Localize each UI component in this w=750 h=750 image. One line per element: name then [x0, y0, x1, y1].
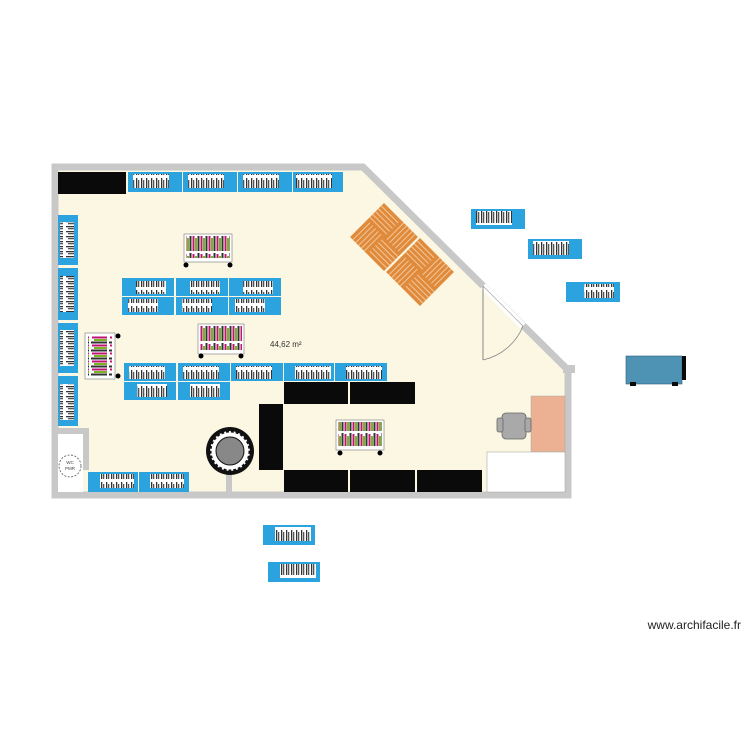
- room-area-label: 44,62 m²: [270, 340, 302, 349]
- shelf-island-lower: [124, 363, 387, 400]
- loose-shelf-3: [566, 282, 620, 302]
- loose-shelf-2: [528, 239, 582, 259]
- reception-desk: [486, 395, 566, 493]
- truck-icon: [625, 355, 686, 386]
- shelf-row-bottom: [88, 472, 189, 492]
- watermark-text: www.archifacile.fr: [647, 618, 741, 632]
- loose-shelf-4: [263, 525, 315, 545]
- black-cabinet: [58, 172, 126, 194]
- wc-wall-right: [83, 428, 89, 470]
- wc-label-2: PMR: [65, 466, 76, 471]
- loose-shelf-1: [471, 209, 525, 229]
- wc-label: WC: [66, 460, 74, 465]
- parquet-tile-1: [350, 203, 418, 271]
- door-swing-icon: [480, 283, 526, 361]
- parquet-tile-2: [386, 238, 454, 306]
- wall-stub: [226, 471, 232, 495]
- book-cart-icon: [183, 233, 233, 268]
- shelf-column-left: [58, 215, 78, 426]
- black-cabinets: [259, 382, 482, 492]
- loose-shelf-5: [268, 562, 320, 582]
- room-floor: [51, 163, 572, 499]
- wc-wall-top: [55, 428, 87, 434]
- wc-accessible-icon: WC PMR: [58, 454, 82, 478]
- shelf-row-top: [128, 172, 343, 192]
- book-cart-icon-left: [84, 332, 121, 380]
- wall-notch: [563, 365, 575, 373]
- book-cart-icon-center: [197, 323, 245, 359]
- round-table-icon: [206, 427, 254, 475]
- office-chair-icon: [496, 412, 532, 440]
- book-cart-icon-right: [335, 419, 385, 456]
- shelf-island-upper: [122, 278, 281, 315]
